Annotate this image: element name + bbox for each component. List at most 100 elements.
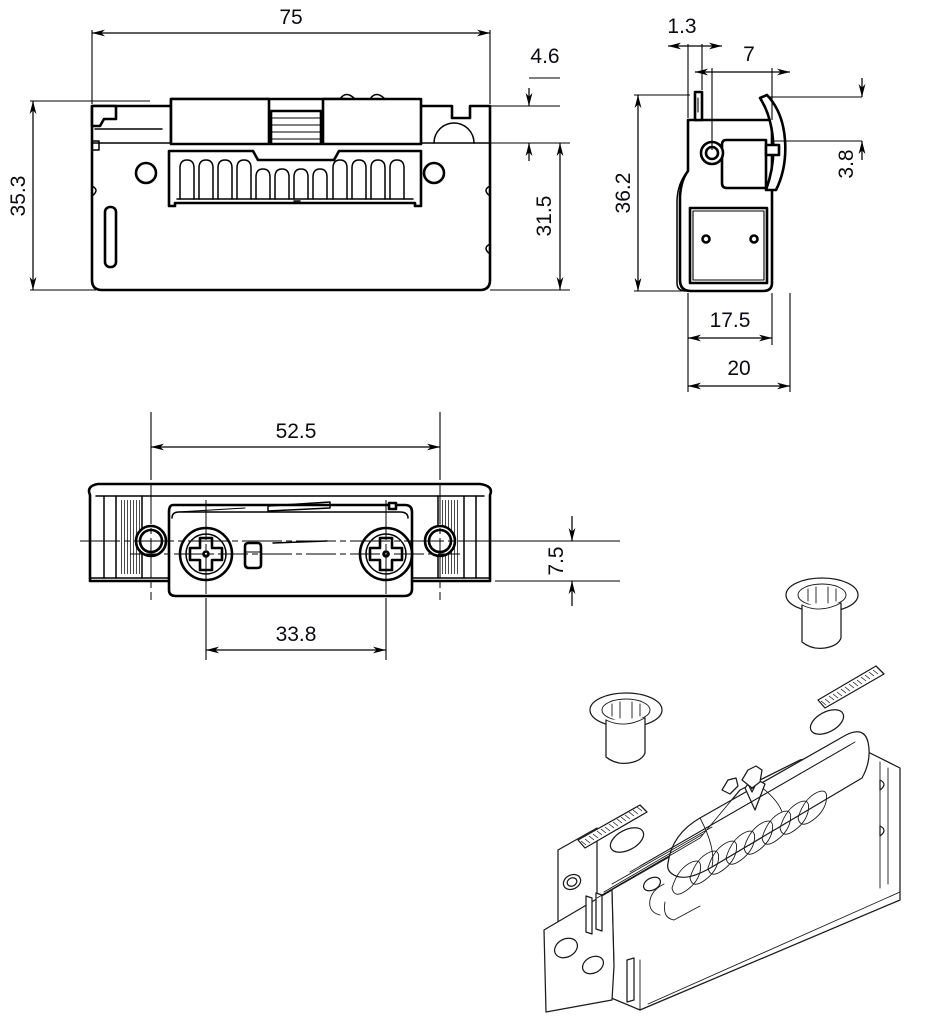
iso-bracket-edge bbox=[611, 889, 615, 967]
side-lower-panel bbox=[688, 206, 769, 285]
dim-side-total-width-text: 20 bbox=[727, 357, 750, 380]
dim-front-width: 75 bbox=[91, 6, 491, 104]
iso-latch bbox=[741, 765, 763, 789]
bottom-view: 52.5 33.8 7.5 bbox=[80, 412, 620, 660]
dim-side-height-text: 36.2 bbox=[612, 173, 635, 214]
front-fin bbox=[255, 168, 271, 200]
iso-rail-5 bbox=[639, 741, 856, 867]
bottom-plate-slot-line bbox=[177, 507, 246, 513]
dim-side-lip-height: 3.8 bbox=[768, 78, 866, 179]
iso-rail-3 bbox=[611, 826, 713, 885]
dim-side-inner-width: 17.5 bbox=[687, 293, 773, 345]
front-right-boss bbox=[433, 122, 475, 144]
front-fin bbox=[351, 159, 367, 200]
iso-latch-arm bbox=[721, 777, 739, 795]
iso-screw-bottom bbox=[589, 692, 663, 764]
front-top-bump-right bbox=[369, 93, 386, 100]
dim-front-height-text: 35.3 bbox=[7, 176, 30, 217]
side-panel-hole-right bbox=[749, 234, 759, 244]
front-connector-lip bbox=[252, 150, 340, 161]
side-band bbox=[764, 143, 781, 157]
front-right-edge-bump-2 bbox=[485, 243, 491, 255]
side-lower-panel-inner bbox=[692, 210, 765, 281]
front-view: 75 35.3 4.6 31.5 bbox=[7, 6, 570, 292]
iso-front-slot bbox=[626, 957, 635, 1003]
dim-bottom-screw-span: 33.8 bbox=[205, 598, 387, 660]
side-left-flange bbox=[676, 170, 689, 292]
dim-side-tab-width: 1.3 bbox=[667, 15, 722, 118]
iso-bracket-hole-left bbox=[553, 937, 579, 959]
iso-screw-top bbox=[785, 577, 859, 649]
iso-rail-2 bbox=[603, 833, 704, 893]
iso-screw-top-shank-top bbox=[801, 602, 842, 610]
dim-bottom-hole-span: 52.5 bbox=[150, 412, 441, 480]
front-left-hole bbox=[134, 161, 158, 185]
dim-front-width-text: 75 bbox=[279, 6, 302, 29]
front-raised-block-right bbox=[321, 97, 423, 146]
front-fin bbox=[236, 159, 252, 200]
dim-bottom-hole-span-text: 52.5 bbox=[276, 420, 317, 443]
iso-screw-top-shank bbox=[801, 602, 842, 649]
front-fin bbox=[274, 168, 290, 200]
front-center-rib-block bbox=[269, 109, 323, 146]
front-left-notch bbox=[90, 104, 118, 128]
iso-screw-bottom-shank bbox=[605, 717, 646, 764]
front-fin bbox=[179, 159, 195, 200]
dim-front-top-offset-text: 4.6 bbox=[530, 45, 559, 68]
dim-front-inner-height-text: 31.5 bbox=[533, 196, 556, 237]
iso-hole-right-top bbox=[809, 709, 845, 735]
iso-hole-left-top bbox=[609, 827, 645, 853]
front-fin bbox=[293, 168, 309, 200]
iso-front-edge-2 bbox=[647, 891, 901, 1005]
front-fin bbox=[312, 168, 328, 200]
front-fin bbox=[217, 159, 233, 200]
iso-knurl-lines-left bbox=[580, 806, 643, 846]
dim-side-height: 36.2 bbox=[612, 94, 690, 292]
bottom-plate-inner-edge bbox=[171, 511, 409, 519]
front-left-slot bbox=[103, 205, 118, 269]
side-view: 1.3 7 3.8 36.2 bbox=[612, 15, 866, 392]
bottom-top-strip bbox=[267, 501, 331, 512]
front-fins-group bbox=[179, 159, 405, 200]
front-left-edge-bump bbox=[91, 185, 97, 197]
front-right-edge-bump-1 bbox=[485, 185, 491, 197]
iso-fin-lip bbox=[663, 901, 701, 921]
dim-bottom-screw-span-text: 33.8 bbox=[276, 623, 317, 646]
bottom-key-feature bbox=[243, 541, 263, 570]
iso-left-slot-2 bbox=[595, 892, 603, 932]
dim-side-total-width: 20 bbox=[687, 293, 791, 392]
iso-left-slot-1 bbox=[585, 895, 593, 935]
iso-left-boss-inner bbox=[566, 877, 578, 887]
dim-front-inner-height: 31.5 bbox=[490, 142, 570, 291]
dim-front-height: 35.3 bbox=[7, 100, 150, 291]
isometric-view bbox=[543, 577, 901, 1013]
front-right-hole bbox=[422, 161, 446, 185]
iso-knurl-lines-right bbox=[820, 669, 879, 706]
iso-right-notch-1 bbox=[879, 779, 885, 791]
iso-body bbox=[543, 665, 901, 1013]
dim-side-inner-width-text: 17.5 bbox=[710, 309, 751, 332]
front-fin bbox=[332, 159, 348, 200]
side-inner-block bbox=[720, 138, 768, 190]
dim-side-notch-width: 7 bbox=[695, 43, 790, 150]
side-panel-hole-left bbox=[701, 234, 711, 244]
iso-rail-1 bbox=[596, 789, 741, 899]
iso-bracket-hole-right bbox=[581, 955, 605, 975]
front-top-bump-left bbox=[339, 93, 356, 100]
dim-bottom-plate-height: 7.5 bbox=[495, 516, 620, 606]
dim-side-tab-width-text: 1.3 bbox=[667, 15, 696, 38]
iso-cylinder-seam bbox=[699, 817, 714, 868]
bottom-knurl-left bbox=[120, 500, 140, 574]
dim-side-notch-width-text: 7 bbox=[743, 43, 755, 66]
dim-front-top-offset: 4.6 bbox=[490, 45, 560, 161]
side-hook-lever bbox=[758, 93, 787, 192]
iso-right-notch-2 bbox=[879, 825, 885, 837]
dim-bottom-plate-height-text: 7.5 bbox=[545, 546, 568, 575]
iso-lip-boss bbox=[642, 876, 662, 892]
iso-screw-bottom-shank-top bbox=[605, 717, 646, 725]
front-fin bbox=[389, 159, 405, 200]
front-raised-block-left bbox=[169, 97, 271, 146]
dim-side-lip-height-text: 3.8 bbox=[835, 149, 858, 178]
